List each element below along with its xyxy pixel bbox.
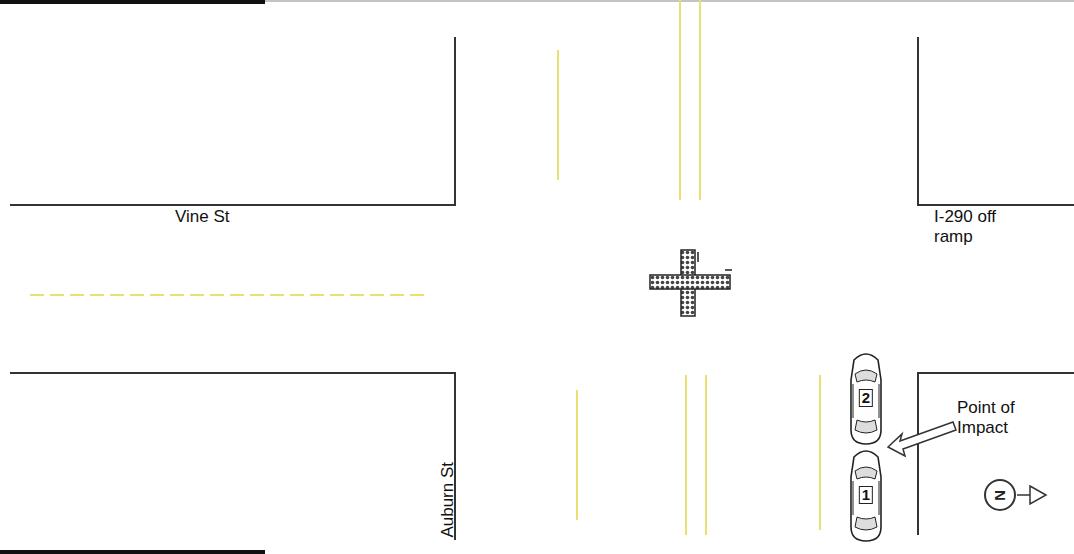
callout-number: 2 [859,389,873,407]
vehicle-2: 2 [848,350,884,446]
impact-arrow [888,422,956,456]
callout-label: Point of Impact [957,398,1057,437]
street-name: Vine St [175,207,295,227]
traffic-signal-symbol [650,250,732,316]
street-name: I-290 off ramp [934,207,1034,246]
callout-number: 1 [859,486,873,504]
compass-north: N [984,479,1016,511]
compass-letter: N [992,490,1009,501]
lane-markings [30,0,820,535]
curb-lines [10,37,1074,540]
frame-line [265,1,1074,2]
vehicle-1: 1 [848,447,884,543]
frame-bar [0,0,265,4]
street-name: Auburn St [438,450,458,550]
frame-bar [0,550,265,554]
north-arrow [1017,486,1046,504]
